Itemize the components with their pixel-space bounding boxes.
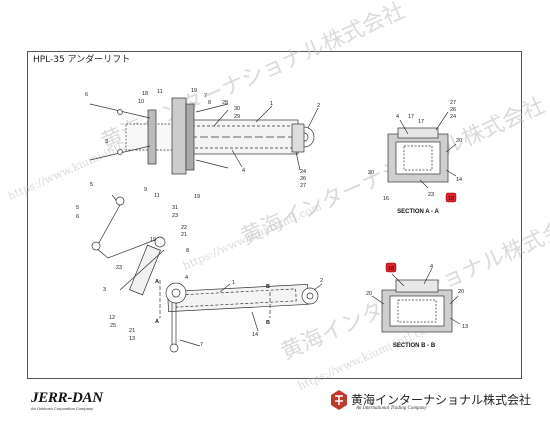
callout-label: 21 — [129, 328, 135, 334]
highlight-badge — [445, 192, 457, 203]
badge-label: 18 — [448, 196, 454, 202]
top-assembly — [89, 97, 319, 175]
callout-label: 13 — [462, 324, 468, 330]
drawing-frame — [27, 51, 522, 379]
callout-label: 28 — [222, 100, 228, 106]
callout-label: 31 — [172, 205, 178, 211]
company-name: 黄海インターナショナル株式会社 — [351, 393, 532, 407]
callout-label: 29 — [234, 114, 240, 120]
callout-label: 5 — [76, 205, 79, 211]
section-marker: B — [266, 284, 270, 290]
callout-label: 23 — [116, 265, 122, 271]
callout-label: 1 — [232, 280, 235, 286]
callout-label: 24 — [300, 169, 306, 175]
callout-label: 14 — [252, 332, 258, 338]
callout-label: 17 — [408, 114, 414, 120]
callout-label: 4 — [396, 114, 399, 120]
page-title: HPL-35 アンダーリフト — [33, 55, 131, 65]
callout-label: 19 — [191, 88, 197, 94]
badge-label: 18 — [388, 266, 394, 272]
callout-label: 25 — [110, 323, 116, 329]
callout-label: 14 — [456, 177, 462, 183]
section-a-drawing — [387, 111, 457, 189]
callout-label: 19 — [194, 194, 200, 200]
callout-label: 11 — [157, 89, 163, 95]
callout-label: 19 — [150, 237, 156, 243]
callout-label: 26 — [450, 107, 456, 113]
callout-label: 2 — [320, 278, 323, 284]
callout-label: 20 — [366, 291, 372, 297]
top-callouts: 1 2 3 4 5 6 7 8 9 10 11 11 18 19 19 28 2… — [85, 88, 320, 200]
callout-label: 18 — [142, 91, 148, 97]
watermark-url: https://www.kiumi-intl.com — [181, 199, 324, 272]
section-a-label: SECTION A - A — [397, 209, 439, 215]
callout-label: 8 — [208, 100, 211, 106]
callout-label: 8 — [186, 248, 189, 254]
section-a-callouts: 4 17 17 27 26 24 20 20 14 23 16 18 SECTI… — [368, 100, 462, 215]
callout-label: 3 — [105, 139, 108, 145]
callout-label: 16 — [383, 196, 389, 202]
callout-label: 23 — [172, 213, 178, 219]
callout-label: 9 — [144, 187, 147, 193]
section-marker: A — [155, 279, 159, 285]
company-tagline: An International Trading Company — [356, 406, 427, 411]
callout-label: 7 — [200, 342, 203, 348]
callout-label: 30 — [234, 106, 240, 112]
brand-subtitle: An Oshkosh Corporation Company — [31, 406, 94, 411]
section-b-callouts: 4 20 20 13 18 SECTION B - B — [366, 262, 468, 349]
callout-label: 6 — [85, 92, 88, 98]
callout-label: 12 — [109, 315, 115, 321]
watermark-layer: 黄海インターナショナル株式会社 黄海インターナショナル株式会社 黄海インターナシ… — [6, 0, 550, 393]
bottom-assembly — [91, 194, 323, 353]
jerr-dan-logo: JERR-DAN — [31, 390, 103, 406]
callout-label: 27 — [300, 183, 306, 189]
callout-label: 5 — [90, 182, 93, 188]
bottom-callouts: 1 2 3 4 5 6 7 8 12 13 14 19 21 21 22 23 … — [76, 205, 323, 348]
section-b-label: SECTION B - B — [393, 343, 436, 349]
callout-label: 4 — [185, 275, 188, 281]
callout-label: 20 — [456, 138, 462, 144]
callout-label: 6 — [76, 214, 79, 220]
callout-label: 21 — [181, 232, 187, 238]
callout-label: 10 — [138, 99, 144, 105]
section-marker: A — [155, 319, 159, 325]
callout-label: 4 — [430, 264, 433, 270]
callout-label: 20 — [458, 289, 464, 295]
company-logo-icon — [331, 390, 347, 410]
callout-label: 7 — [204, 93, 207, 99]
callout-label: 1 — [270, 101, 273, 107]
callout-label: 26 — [300, 176, 306, 182]
callout-label: 20 — [368, 170, 374, 176]
callout-label: 17 — [418, 119, 424, 125]
callout-label: 2 — [317, 103, 320, 109]
callout-label: 13 — [129, 336, 135, 342]
callout-label: 4 — [242, 168, 245, 174]
section-b-drawing — [371, 267, 461, 333]
callout-label: 23 — [428, 192, 434, 198]
callout-label: 11 — [154, 193, 160, 199]
callout-label: 24 — [450, 114, 456, 120]
section-marker: B — [266, 320, 270, 326]
callout-label: 22 — [181, 225, 187, 231]
highlight-badge — [385, 262, 397, 273]
callout-label: 3 — [103, 287, 106, 293]
callout-label: 27 — [450, 100, 456, 106]
